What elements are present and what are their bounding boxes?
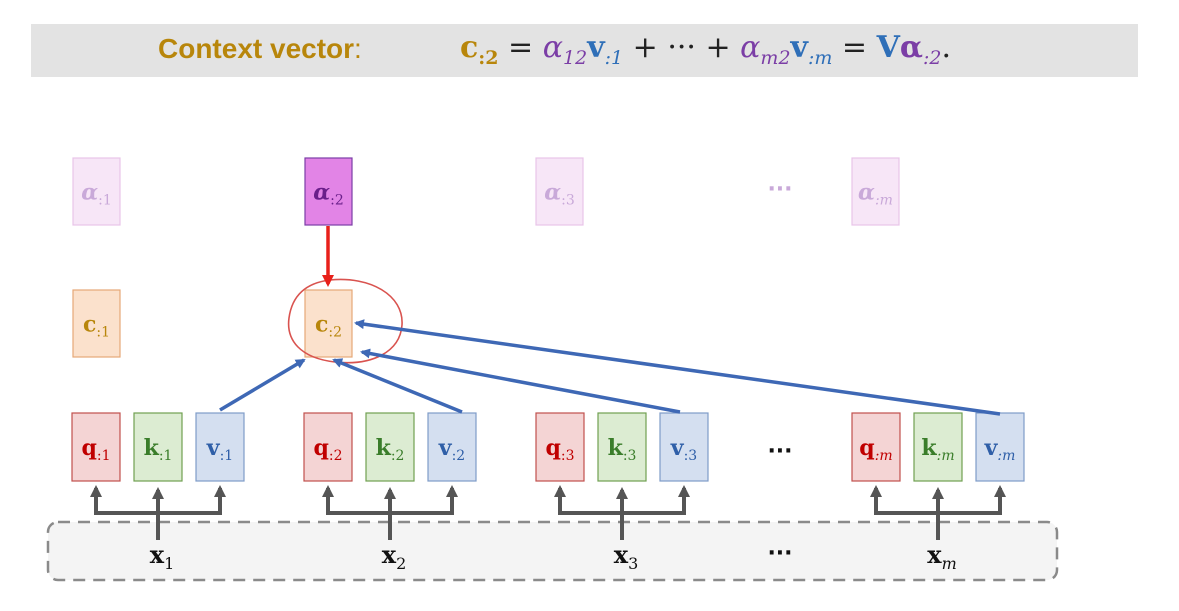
value-to-context-arrow-4: [354, 319, 1001, 416]
input-x-4: xm: [927, 540, 956, 573]
q-box-2: q:2: [303, 412, 353, 482]
context-box-1: c:1: [72, 289, 121, 358]
qkv-row: q:1 k:1 v:1 q:2 k:2 v:2 q:3 k:3 v:3 q:m k:m v:m ···: [71, 412, 1025, 482]
q-box-2-label: q:2: [313, 435, 342, 464]
q-box-4: q:m: [851, 412, 901, 482]
k-box-3: k:3: [597, 412, 647, 482]
v-box-2: v:2: [427, 412, 477, 482]
k-box-4-label: k:m: [921, 435, 954, 464]
banner-title: Context vector:: [158, 33, 362, 64]
alpha-box-2: α:2: [304, 157, 353, 226]
input-x-1: x1: [150, 540, 175, 573]
v-box-2-label: v:2: [438, 435, 465, 464]
input-x-3: x3: [614, 540, 639, 573]
v-box-3-label: v:3: [670, 435, 697, 464]
formula-c: c: [460, 30, 479, 65]
q-box-1: q:1: [71, 412, 121, 482]
input-row: x1 x2 x3 xm ···: [150, 540, 957, 573]
input-x-2: x2: [382, 540, 407, 573]
value-to-context-arrow-2: [332, 358, 463, 414]
k-box-1: k:1: [133, 412, 183, 482]
k-box-1-label: k:1: [144, 435, 173, 464]
header-banner: [31, 24, 1138, 77]
value-to-context-arrow-1: [219, 358, 306, 412]
formula-v1: v: [587, 30, 605, 65]
input-branch-2: [322, 485, 458, 540]
value-to-context-arrow-3: [360, 348, 681, 414]
alpha-ellipsis: ···: [767, 177, 792, 202]
alpha-box-1: α:1: [72, 157, 121, 226]
v-box-4: v:m: [975, 412, 1025, 482]
context-row: c:1 c:2: [72, 278, 403, 364]
k-box-2: k:2: [365, 412, 415, 482]
formula-V: V: [876, 30, 900, 65]
alpha-box-4-label: α:m: [858, 180, 893, 209]
context-box-2: c:2: [304, 289, 353, 358]
k-box-2-label: k:2: [376, 435, 405, 464]
k-box-3-label: k:3: [608, 435, 637, 464]
q-box-3-label: q:3: [545, 435, 574, 464]
alpha-row: α:1 α:2 α:3 α:m ···: [72, 157, 900, 226]
input-ellipsis: ···: [767, 541, 792, 566]
formula-alpha-m2: α: [740, 30, 761, 65]
q-box-3: q:3: [535, 412, 585, 482]
formula-alpha-2: α: [899, 30, 923, 65]
q-box-1-label: q:1: [81, 435, 110, 464]
arrows: [90, 226, 1006, 540]
alpha-box-3-label: α:3: [544, 180, 575, 209]
input-branch-4: [870, 485, 1006, 540]
formula-alpha-12: α: [542, 30, 563, 65]
alpha-box-1-label: α:1: [81, 180, 112, 209]
context-vector-formula: c:2 = α12v:1 + ··· + αm2v:m = Vα:2.: [460, 30, 952, 69]
k-box-4: k:m: [913, 412, 963, 482]
formula-vm: v: [790, 30, 808, 65]
context-box-1-label: c:1: [83, 312, 110, 341]
alpha-box-3: α:3: [535, 157, 584, 226]
input-container: [46, 520, 1059, 582]
v-box-1: v:1: [195, 412, 245, 482]
q-box-4-label: q:m: [859, 435, 892, 464]
alpha-box-2-label: α:2: [313, 180, 344, 209]
input-branch-1: [90, 485, 226, 540]
alpha-box-4: α:m: [851, 157, 900, 226]
v-box-1-label: v:1: [206, 435, 233, 464]
qkv-ellipsis: ···: [767, 439, 792, 464]
v-box-4-label: v:m: [984, 435, 1016, 464]
v-box-3: v:3: [659, 412, 709, 482]
context-box-2-label: c:2: [315, 312, 342, 341]
input-branch-3: [554, 485, 690, 540]
